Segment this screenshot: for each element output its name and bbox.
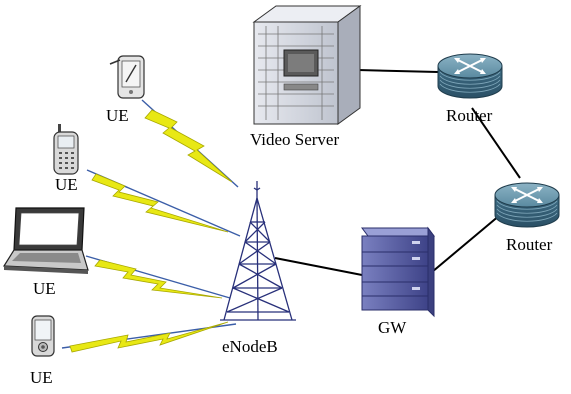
lightning-icon bbox=[69, 321, 229, 353]
lightning-icon bbox=[94, 259, 223, 299]
video-server-label: Video Server bbox=[250, 130, 339, 149]
enodeb-label: eNodeB bbox=[222, 337, 278, 356]
wireless-link-ue3 bbox=[85, 255, 231, 299]
wireless-link-ue4 bbox=[61, 321, 237, 353]
lightning-icon bbox=[91, 173, 229, 233]
ue-2-label: UE bbox=[55, 175, 78, 194]
wireless-links bbox=[61, 99, 241, 353]
server-rack-icon bbox=[361, 226, 435, 318]
link-gw-enodeb bbox=[274, 257, 363, 276]
laptop-icon bbox=[2, 207, 89, 274]
ue-1-label: UE bbox=[106, 106, 129, 125]
handheld-device-icon bbox=[31, 315, 55, 357]
wired-links bbox=[274, 69, 521, 276]
ue-4-label: UE bbox=[30, 368, 53, 387]
router-1-label: Router bbox=[446, 106, 493, 125]
link-router2-gw bbox=[431, 214, 501, 273]
router-icon bbox=[494, 182, 560, 228]
link-server-router1 bbox=[357, 69, 439, 73]
gateway-label: GW bbox=[378, 318, 407, 337]
pda-icon bbox=[109, 55, 145, 99]
router-icon bbox=[437, 53, 503, 99]
ue-3-label: UE bbox=[33, 279, 56, 298]
link-router1-router2 bbox=[471, 107, 521, 179]
mobile-phone-icon bbox=[53, 124, 79, 175]
lightning-icon bbox=[144, 109, 233, 183]
wireless-link-ue2 bbox=[86, 169, 241, 237]
server-tower-icon bbox=[252, 5, 362, 125]
router-2-label: Router bbox=[506, 235, 553, 254]
cell-tower-icon bbox=[220, 181, 296, 321]
wireless-link-ue1 bbox=[141, 99, 239, 188]
